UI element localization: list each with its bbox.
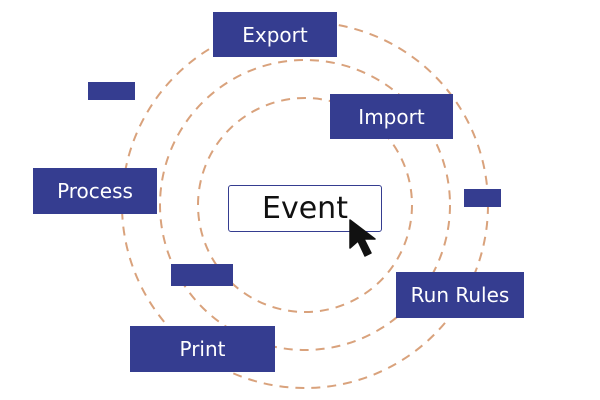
middle-ring <box>159 59 451 351</box>
unlabeled-chip-lower-left <box>171 264 233 286</box>
export-label: Export <box>242 22 308 47</box>
run-rules-label: Run Rules <box>410 283 510 307</box>
run-rules-node[interactable]: Run Rules <box>396 272 524 318</box>
unlabeled-chip-right <box>464 189 501 207</box>
unlabeled-chip-top-left <box>88 82 135 100</box>
event-label: Event <box>262 191 348 226</box>
export-node[interactable]: Export <box>213 12 337 57</box>
import-label: Import <box>358 104 425 129</box>
process-node[interactable]: Process <box>33 168 157 214</box>
mouse-pointer-icon <box>349 219 376 257</box>
import-node[interactable]: Import <box>330 94 453 139</box>
process-label: Process <box>57 179 133 203</box>
inner-ring <box>197 97 413 313</box>
print-label: Print <box>179 337 226 361</box>
print-node[interactable]: Print <box>130 326 275 372</box>
